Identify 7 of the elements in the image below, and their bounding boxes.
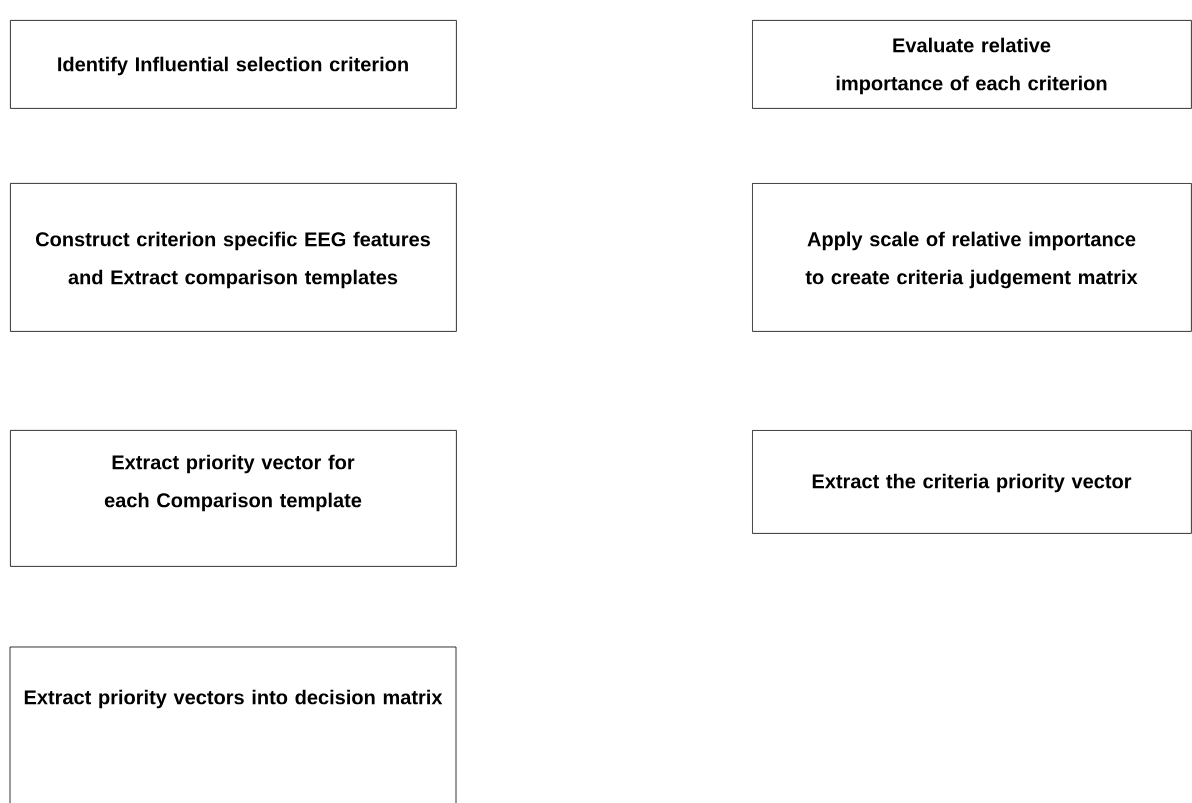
process-box: Construct criterion specific EEG features and Extract comparison templates [10,183,457,332]
process-box: Extract priority vectors into decision matrix [9,646,457,803]
process-box: Apply scale of relative importance to create criteria judgement matrix [752,183,1192,332]
process-box: Extract priority vector for each Comparison template [10,430,457,567]
process-box: Identify Influential selection criterion [10,20,457,109]
process-box: Evaluate relative importance of each criterion [752,20,1192,109]
process-box: Extract the criteria priority vector [752,430,1192,534]
